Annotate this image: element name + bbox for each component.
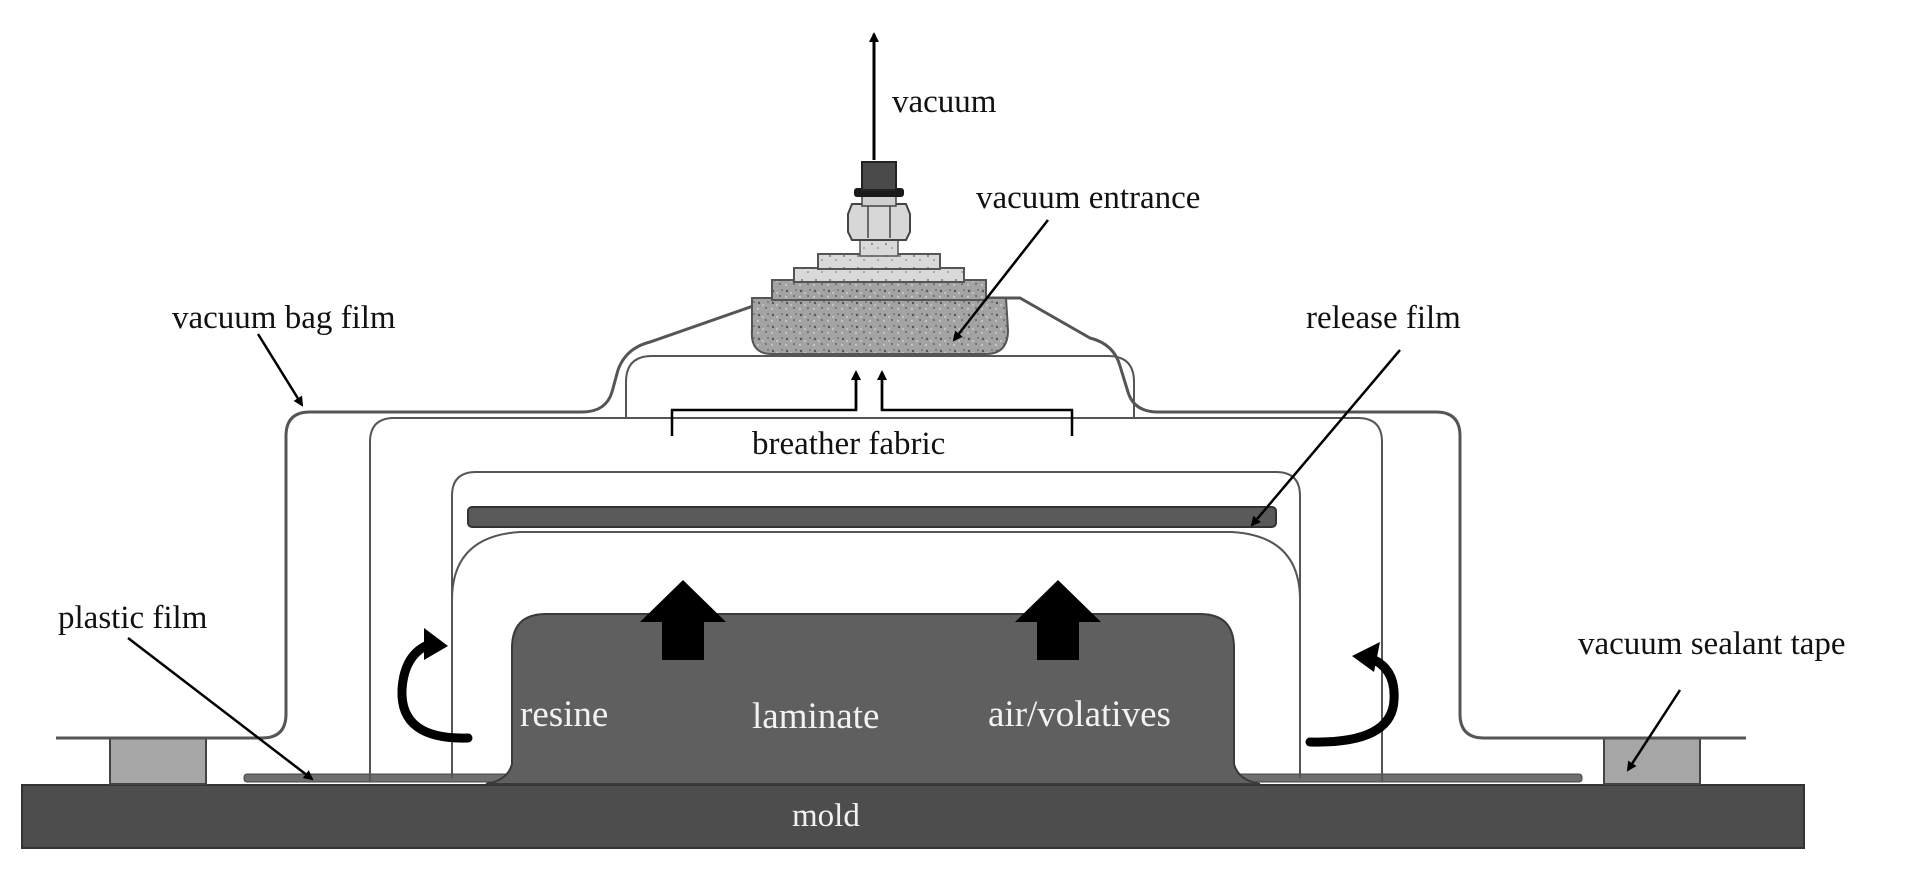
connector-neck	[861, 195, 897, 207]
breather-fabric-top	[625, 355, 1135, 418]
label-air-volatives: air/volatives	[988, 694, 1171, 735]
label-vacuum-sealant-tape: vacuum sealant tape	[1578, 626, 1846, 662]
label-vacuum: vacuum	[892, 84, 997, 120]
leader-sealant-tape	[1626, 689, 1682, 772]
label-vacuum-bag-film: vacuum bag film	[172, 300, 396, 336]
release-film-wrap	[451, 471, 1301, 778]
label-vacuum-entrance: vacuum entrance	[976, 180, 1201, 216]
flow-arrow-left	[640, 580, 726, 660]
sealant-tape-right	[1603, 737, 1701, 785]
label-plastic-film: plastic film	[58, 600, 208, 636]
breather-fabric-outline	[369, 417, 1383, 782]
curved-arrow-left	[397, 639, 473, 743]
connector-nut	[847, 203, 911, 241]
mold-plate	[21, 784, 1805, 849]
label-resine: resine	[520, 694, 609, 735]
leader-release-film	[1250, 349, 1401, 527]
release-film-inner	[451, 531, 1301, 601]
leader-plastic-film	[127, 637, 314, 781]
release-film-bar	[467, 506, 1277, 528]
label-release-film: release film	[1306, 300, 1461, 336]
label-laminate: laminate	[752, 696, 880, 737]
leader-vacuum-bag-film	[256, 333, 304, 407]
leader-vacuum-entrance	[952, 219, 1049, 342]
label-mold: mold	[792, 798, 860, 834]
connector-base-plate	[793, 267, 965, 283]
connector-base-bottom	[750, 297, 1010, 355]
label-breather-fabric: breather fabric	[752, 426, 946, 462]
flow-arrow-right	[1015, 580, 1101, 660]
connector-head	[861, 161, 897, 191]
curved-arrow-right	[1305, 653, 1399, 747]
sealant-tape-left	[109, 737, 207, 785]
